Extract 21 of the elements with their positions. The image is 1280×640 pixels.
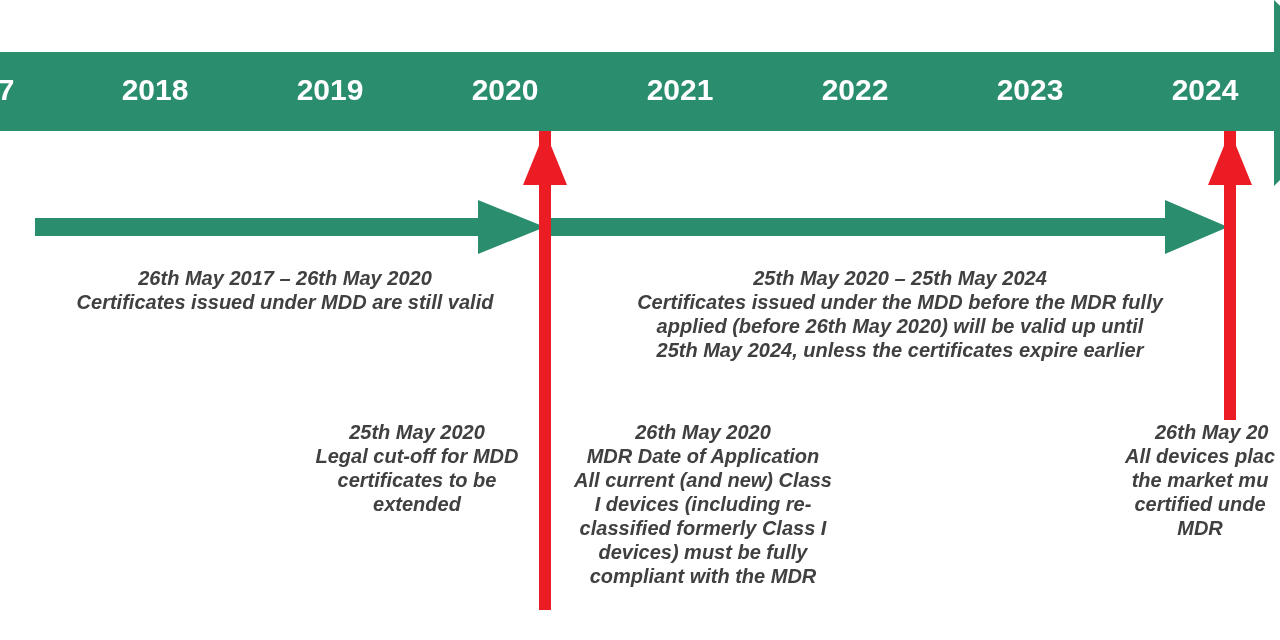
year-label: 2018 <box>121 72 189 108</box>
description-text: Certificates issued under MDD are still valid <box>76 290 494 314</box>
date-heading: 25th May 2020 – 25th May 2024 <box>753 266 1047 290</box>
date-heading: 26th May 2017 – 26th May 2020 <box>138 266 432 290</box>
description-text: Legal cut-off for MDD certificates to be extended <box>314 444 520 516</box>
event-heading: MDR Date of Application <box>586 444 820 468</box>
year-label: 2020 <box>471 72 539 108</box>
year-label: 2022 <box>821 72 889 108</box>
description-text: Certificates issued under the MDD before the MDR fully applied (before 26th May 2020) will be valid up until 25th May 2024, unless the certificates expire earlier <box>636 290 1164 362</box>
year-label: 2024 <box>1171 72 1239 108</box>
arrow <box>523 131 567 610</box>
date-heading: 26th May 2020 <box>635 420 771 444</box>
year-label: 2021 <box>646 72 714 108</box>
year-label: 2023 <box>996 72 1064 108</box>
description-text: All current (and new) Class I devices (including re-classified formerly Class I devices) must be fully compliant with the MDR <box>573 468 833 588</box>
description-text: All devices plac the market mu certified unde MDR <box>1123 444 1277 540</box>
date-heading: 25th May 2020 <box>349 420 485 444</box>
date-heading: 26th May 20 <box>1155 420 1269 444</box>
arrow <box>1208 131 1252 420</box>
year-label: 2019 <box>296 72 364 108</box>
timeline-arrow <box>0 0 1280 186</box>
